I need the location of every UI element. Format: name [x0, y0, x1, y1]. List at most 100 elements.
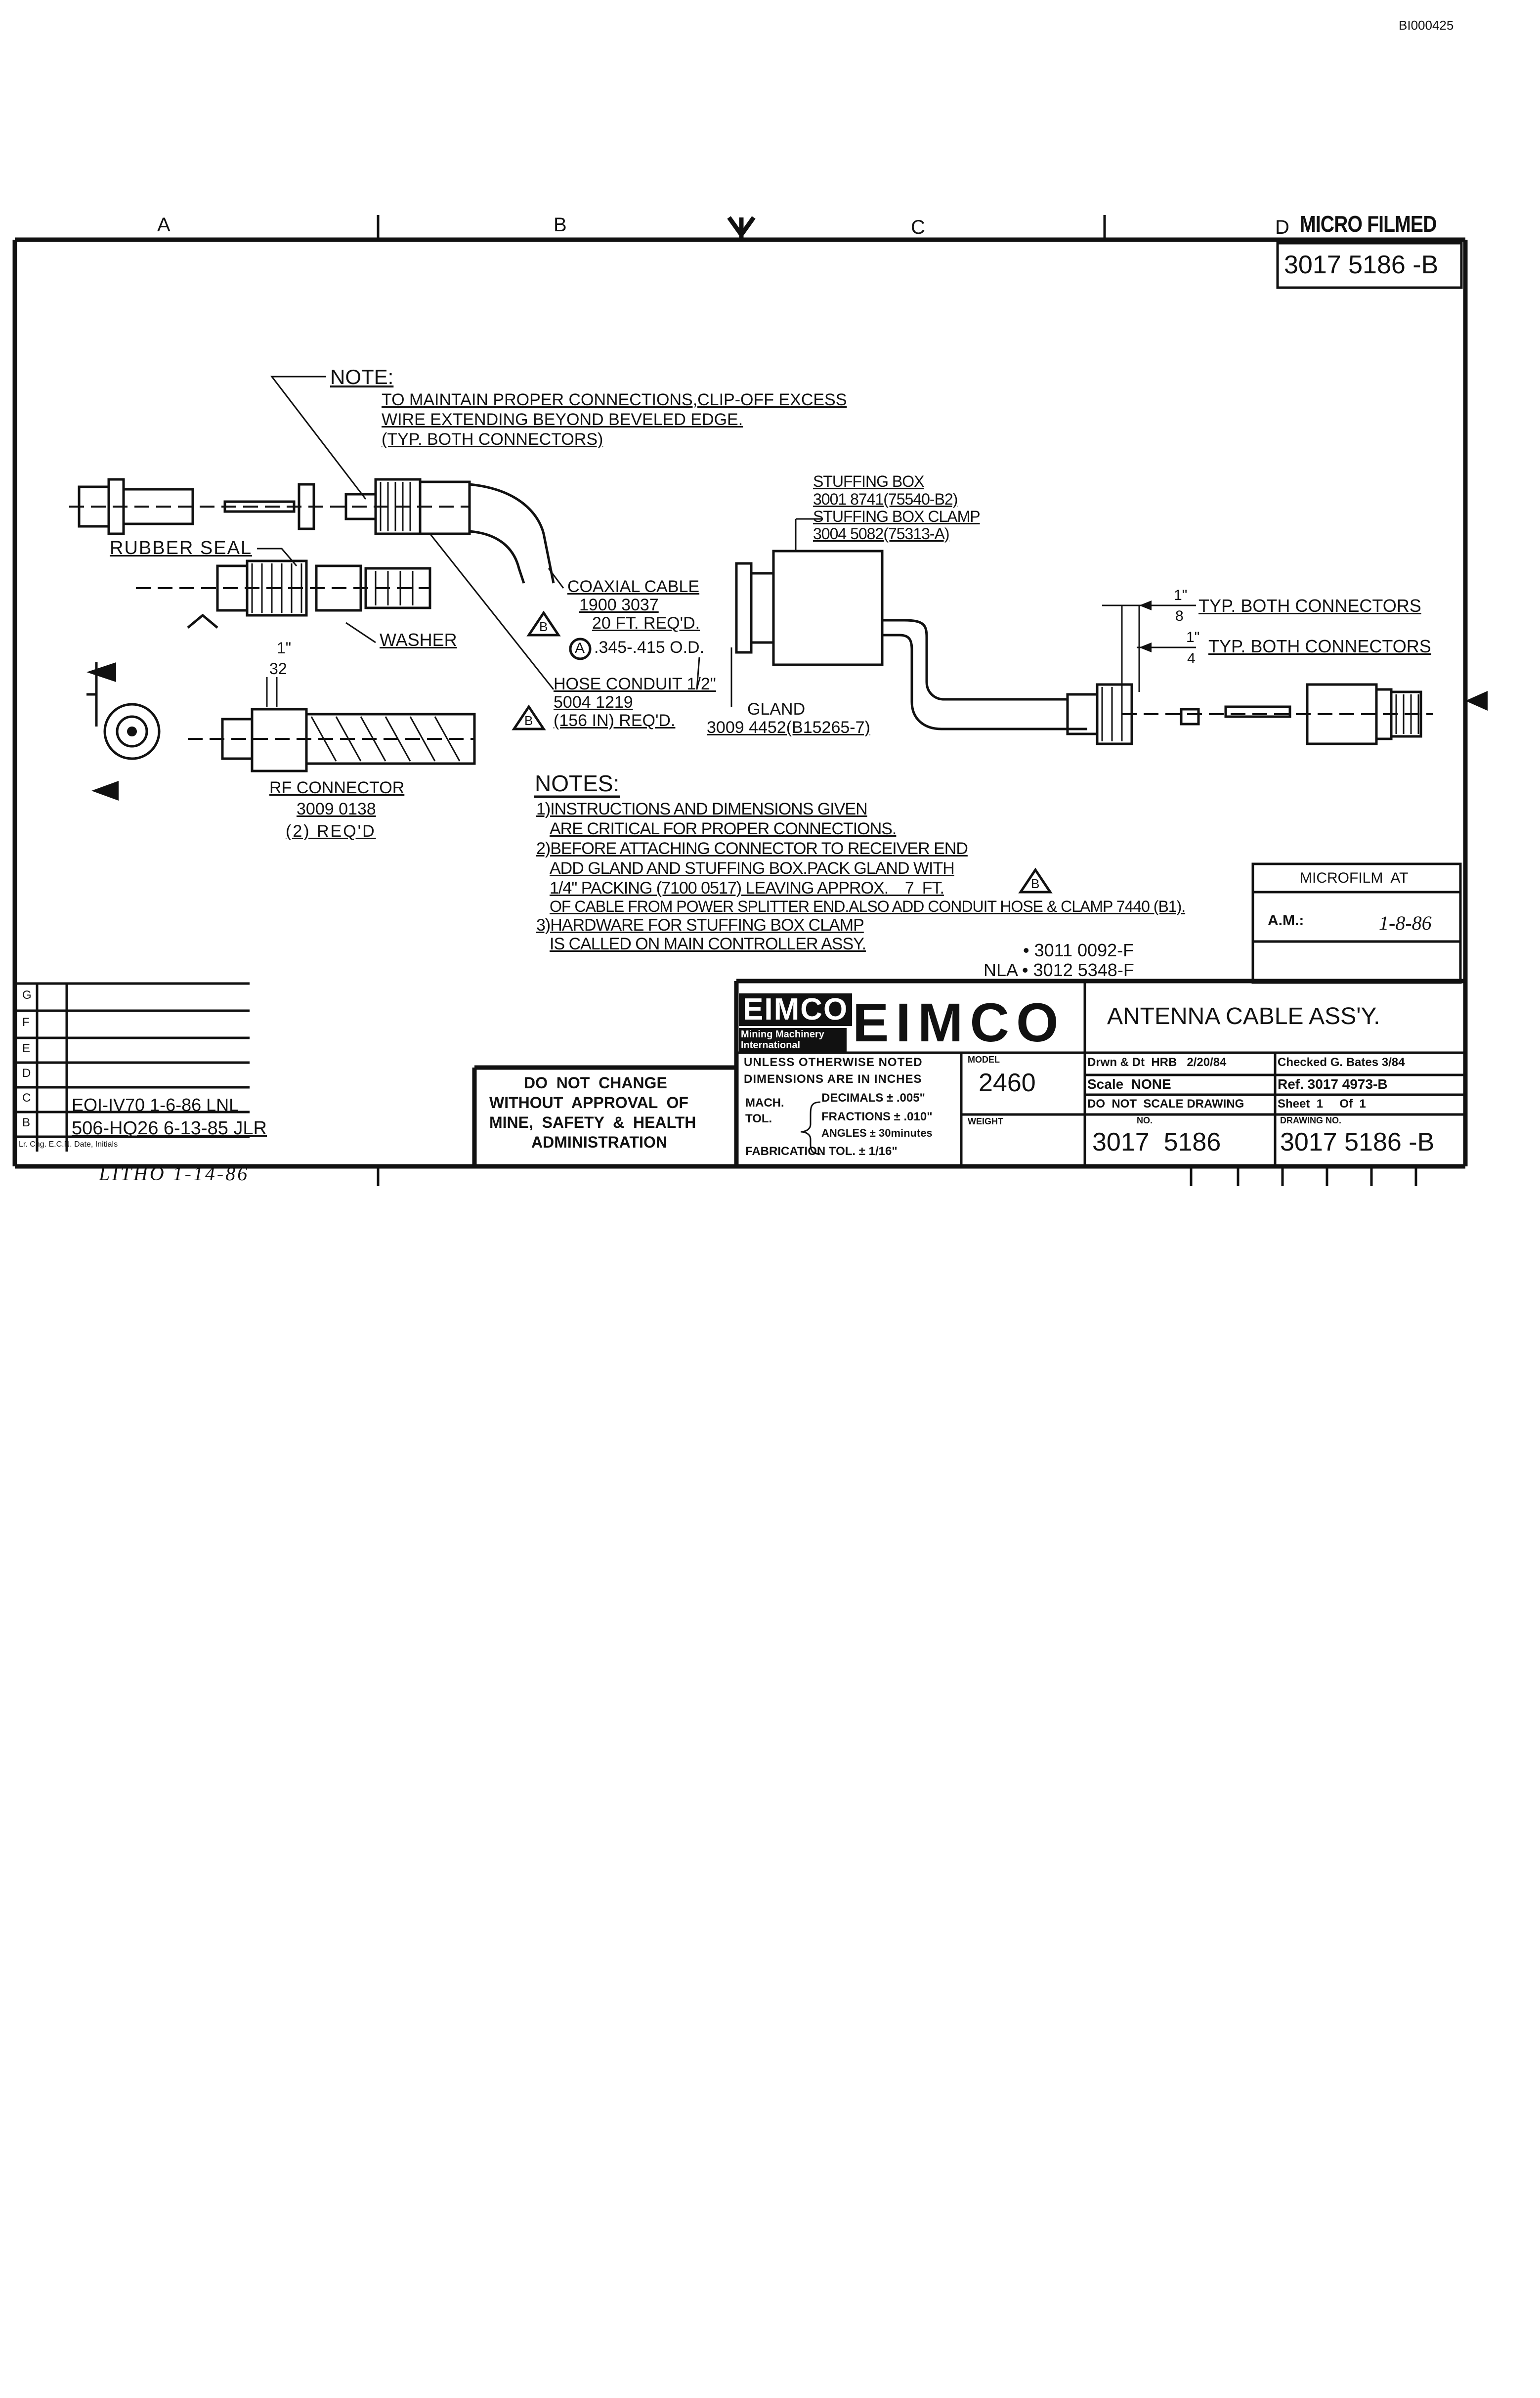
stuffing-box-body: [772, 550, 884, 666]
notes-line-4: ADD GLAND AND STUFFING BOX.PACK GLAND WI…: [550, 859, 955, 878]
notes-line-8: IS CALLED ON MAIN CONTROLLER ASSY.: [550, 935, 866, 953]
dim-1-32-den: 32: [269, 660, 287, 678]
rev-row-letter-c: C: [22, 1091, 31, 1105]
dim-1-4-num: 1": [1186, 629, 1200, 645]
rev-b-marker-2: B: [524, 713, 533, 728]
msha-warning-line-1: DO NOT CHANGE: [524, 1074, 667, 1092]
hose-conduit-label: HOSE CONDUIT 1/2": [554, 675, 716, 693]
msha-warning-line-4: ADMINISTRATION: [531, 1133, 667, 1151]
drawing-title: ANTENNA CABLE ASS'Y.: [1107, 1003, 1380, 1029]
stuffing-box-clamp-part: 3004 5082(75313-A): [813, 525, 950, 543]
coaxial-cable-od: .345-.415 O.D.: [594, 638, 705, 657]
msha-warning-line-2: WITHOUT APPROVAL OF: [489, 1094, 688, 1112]
rf-connector-part: 3009 0138: [297, 800, 376, 818]
sheet-count: Sheet 1 Of 1: [1278, 1097, 1366, 1111]
center-mark-icon: [727, 216, 756, 240]
scale-value: Scale NONE: [1087, 1076, 1171, 1092]
revision-block-frame: [15, 982, 250, 1152]
notes-line-2: ARE CRITICAL FOR PROPER CONNECTIONS.: [550, 819, 897, 838]
tolerance-decimals: DECIMALS ± .005": [821, 1091, 925, 1105]
notes-heading: NOTES:: [535, 771, 620, 796]
notes-line-7: 3)HARDWARE FOR STUFFING BOX CLAMP: [536, 916, 864, 935]
rf-connector-qty: (2) REQ'D: [286, 822, 376, 841]
microfilm-at-label: MICROFILM AT: [1300, 870, 1409, 886]
rev-row-letter-g: G: [22, 988, 32, 1002]
eimco-logo-small: EIMCO: [739, 993, 853, 1026]
title-block-frame: [472, 979, 1465, 1166]
number-label: NO.: [1137, 1115, 1153, 1125]
mach-label: MACH.: [745, 1096, 784, 1110]
note-line-2: WIRE EXTENDING BEYOND BEVELED EDGE.: [382, 410, 743, 429]
note-heading: NOTE:: [330, 365, 394, 388]
weight-label: WEIGHT: [968, 1116, 1003, 1126]
drawn-by: Drwn & Dt HRB 2/20/84: [1087, 1056, 1227, 1069]
microfilm-date: 1-8-86: [1379, 912, 1432, 934]
rf-connector-label: RF CONNECTOR: [269, 778, 405, 797]
stuffing-box-part: 3001 8741(75540-B2): [813, 490, 958, 508]
tol-label: TOL.: [745, 1112, 772, 1125]
eimco-logo-subtitle: Mining Machinery International: [739, 1028, 847, 1052]
fabrication-tolerance: FABRICATION TOL. ± 1/16": [745, 1145, 898, 1158]
hose-conduit-part: 5004 1219: [554, 693, 633, 712]
model-label: MODEL: [968, 1055, 1000, 1065]
rev-row-letter-d: D: [22, 1067, 31, 1080]
litho-stamp: LITHO 1-14-86: [99, 1162, 250, 1185]
notes-line-1: 1)INSTRUCTIONS AND DIMENSIONS GIVEN: [536, 800, 868, 818]
typ-both-connectors-1: TYP. BOTH CONNECTORS: [1198, 596, 1421, 616]
msha-warning-line-3: MINE, SAFETY & HEALTH: [489, 1113, 696, 1131]
drawing-number-box-frame: [1276, 242, 1463, 289]
ref-number-1: • 3011 0092-F: [1023, 940, 1134, 960]
do-not-scale-note: DO NOT SCALE DRAWING: [1087, 1097, 1244, 1111]
coaxial-cable-part: 1900 3037: [579, 596, 659, 614]
reference-drawing: Ref. 3017 4973-B: [1278, 1076, 1388, 1092]
zone-label-c: C: [911, 216, 925, 238]
note-leader-line: [270, 376, 367, 500]
model-value: 2460: [979, 1069, 1036, 1097]
tolerance-fractions: FRACTIONS ± .010": [821, 1110, 933, 1123]
hose-conduit-length: (156 IN) REQ'D.: [554, 711, 676, 730]
dim-1-4-den: 4: [1187, 650, 1196, 667]
ref-number-2: NLA • 3012 5348-F: [984, 960, 1134, 980]
unless-noted-line-1: UNLESS OTHERWISE NOTED: [744, 1056, 923, 1069]
rev-b-marker-1: B: [539, 619, 548, 634]
tolerance-angles: ANGLES ± 30minutes: [821, 1127, 933, 1139]
zone-label-a: A: [157, 214, 171, 236]
rev-a-marker: A: [575, 640, 585, 656]
notes-line-5: 1/4" PACKING (7100 0517) LEAVING APPROX.…: [550, 879, 944, 898]
dim-1-8-den: 8: [1175, 608, 1184, 624]
connector-end-view: [103, 703, 161, 760]
rev-b-marker-3: B: [1031, 876, 1040, 891]
rev-block-footer: Lr. Chg. E.C.N. Date, Initials: [19, 1140, 118, 1149]
dim-1-8-num: 1": [1174, 587, 1188, 603]
note-line-1: TO MAINTAIN PROPER CONNECTIONS,CLIP-OFF …: [382, 390, 847, 409]
note-line-3: (TYP. BOTH CONNECTORS): [382, 430, 603, 449]
rev-row-c-text: EOI-IV70 1-6-86 LNL: [72, 1095, 239, 1115]
microfilm-am-label: A.M.:: [1268, 912, 1304, 929]
notes-line-3: 2)BEFORE ATTACHING CONNECTOR TO RECEIVER…: [536, 839, 968, 858]
drawing-number-label: DRAWING NO.: [1280, 1115, 1341, 1125]
microfilmed-stamp: MICRO FILMED: [1300, 211, 1437, 237]
page-id: BI000425: [1399, 18, 1454, 33]
unless-noted-line-2: DIMENSIONS ARE IN INCHES: [744, 1072, 922, 1086]
dim-1-32-num: 1": [277, 639, 292, 657]
notes-line-6: OF CABLE FROM POWER SPLITTER END.ALSO AD…: [550, 898, 1186, 915]
stuffing-box-clamp-label: STUFFING BOX CLAMP: [813, 508, 981, 525]
drawing-number-value: 3017 5186 -B: [1280, 1128, 1435, 1156]
zone-label-d: D: [1275, 216, 1289, 238]
number-value: 3017 5186: [1092, 1128, 1221, 1156]
stuffing-box-label: STUFFING BOX: [813, 472, 924, 490]
rev-row-b-text: 506-HQ26 6-13-85 JLR: [72, 1118, 267, 1139]
coaxial-cable-length: 20 FT. REQ'D.: [592, 614, 700, 633]
right-center-arrow-icon: [1465, 691, 1488, 711]
checked-by: Checked G. Bates 3/84: [1278, 1056, 1405, 1069]
gland-label: GLAND: [747, 700, 806, 719]
drawing-number-top: 3017 5186 -B: [1284, 251, 1439, 279]
gland-part: 3009 4452(B15265-7): [707, 718, 870, 737]
rev-row-letter-f: F: [22, 1016, 30, 1029]
zone-label-b: B: [554, 214, 567, 236]
rev-row-letter-b: B: [22, 1116, 31, 1129]
typ-both-connectors-2: TYP. BOTH CONNECTORS: [1208, 636, 1431, 656]
rev-row-letter-e: E: [22, 1042, 31, 1055]
rubber-seal-label: RUBBER SEAL: [110, 538, 253, 558]
